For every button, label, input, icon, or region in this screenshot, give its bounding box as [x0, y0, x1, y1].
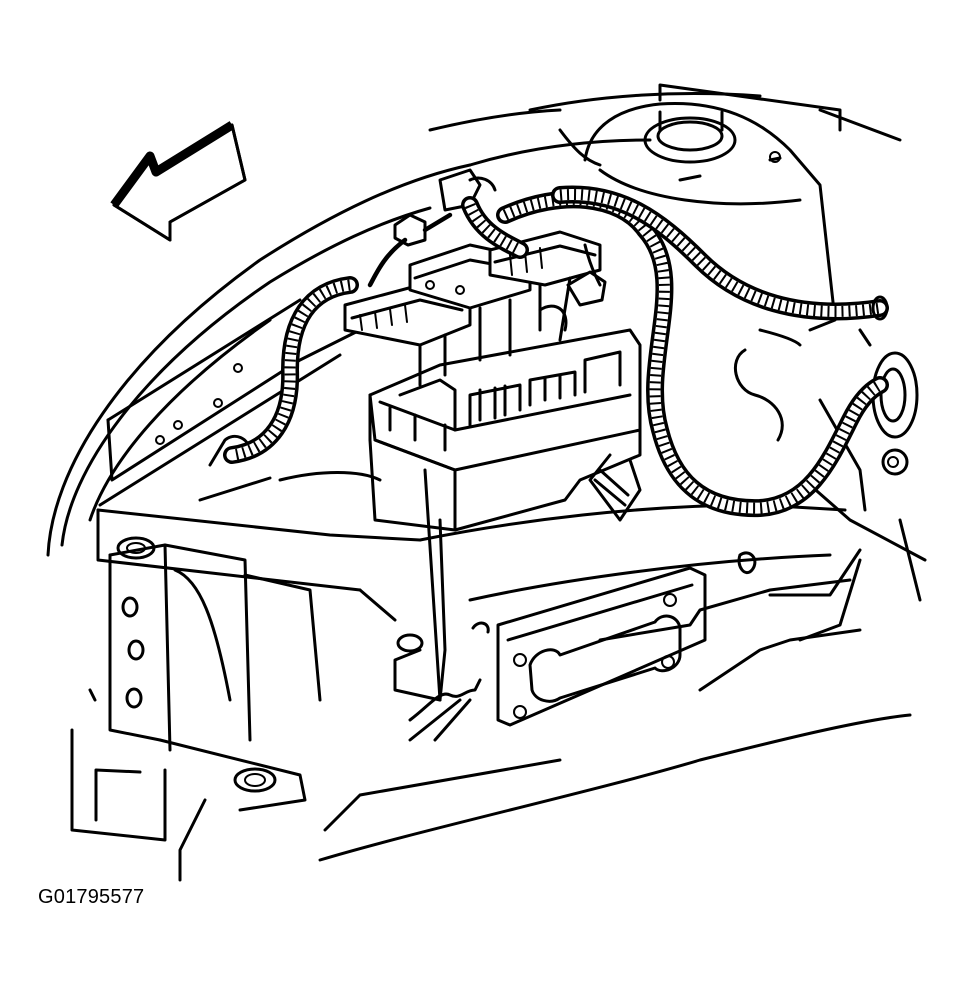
radiator-support-frame: [70, 508, 912, 882]
short-wire-bundles: [367, 176, 602, 288]
mounting-bracket-plate: [408, 566, 707, 742]
figure-id-label: G01795577: [38, 886, 145, 908]
relay-center-box: [368, 328, 642, 702]
inner-fender-panel: [106, 298, 362, 482]
front-direction-arrow-icon: [110, 121, 247, 242]
frame-rail: [418, 503, 862, 692]
coolant-reservoir: [558, 83, 902, 332]
upper-wire-harness: [551, 185, 889, 321]
left-wire-harness: [223, 276, 359, 464]
right-body-structure: [734, 328, 927, 602]
fender-outline: [46, 92, 762, 557]
lower-body-edge: [88, 471, 382, 702]
